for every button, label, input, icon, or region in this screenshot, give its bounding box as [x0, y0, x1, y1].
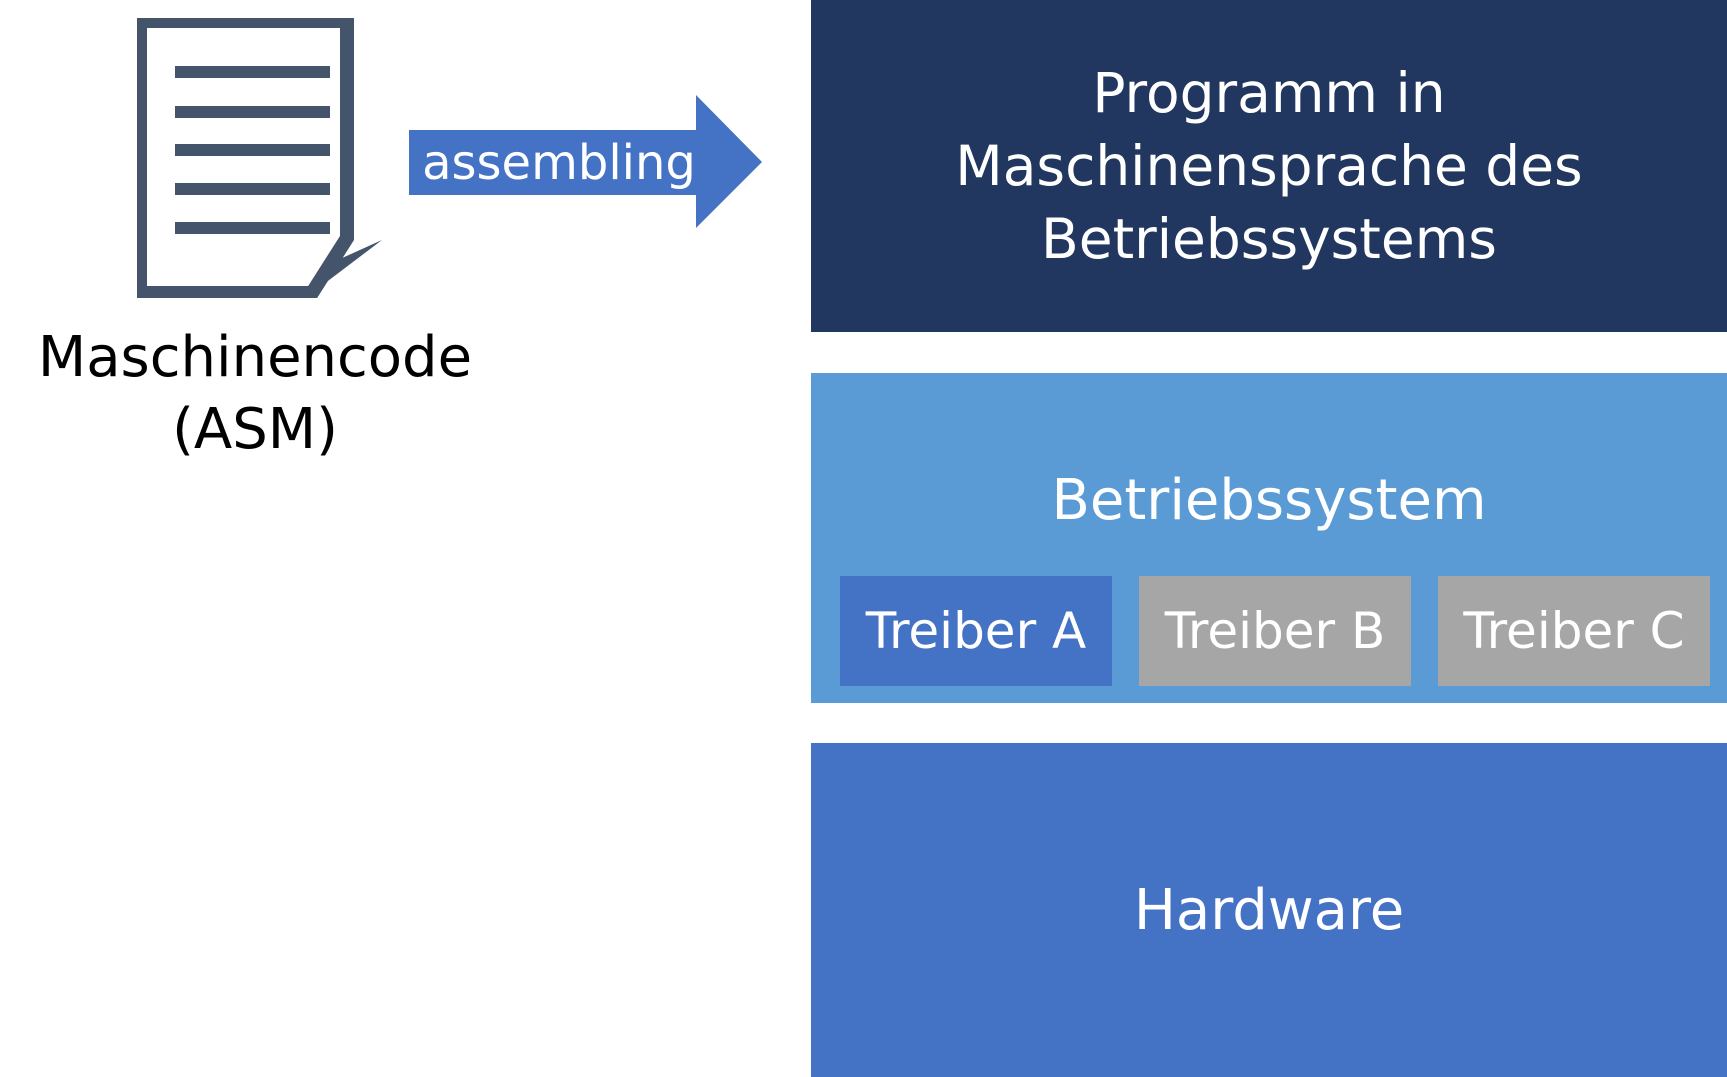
- os-block: Betriebssystem Treiber A Treiber B Treib…: [811, 373, 1727, 703]
- program-line2: Maschinensprache des: [955, 133, 1583, 198]
- os-title: Betriebssystem: [1051, 468, 1487, 533]
- document-caption: Maschinencode (ASM): [0, 322, 510, 466]
- program-line1: Programm in: [1092, 60, 1446, 125]
- arrow-label: assembling: [422, 135, 696, 191]
- program-line3: Betriebssystems: [1041, 206, 1497, 271]
- document-caption-line2: (ASM): [172, 397, 338, 462]
- document-icon: [137, 18, 382, 298]
- program-block-text: Programm in Maschinensprache des Betrieb…: [955, 57, 1582, 276]
- program-block: Programm in Maschinensprache des Betrieb…: [811, 0, 1727, 332]
- hardware-block: Hardware: [811, 743, 1727, 1077]
- hardware-label: Hardware: [1133, 877, 1405, 943]
- driver-c: Treiber C: [1438, 576, 1710, 686]
- right-arrow-icon: [409, 95, 762, 228]
- driver-b: Treiber B: [1139, 576, 1411, 686]
- document-caption-line1: Maschinencode: [37, 325, 473, 390]
- driver-a: Treiber A: [840, 576, 1112, 686]
- drivers-row: Treiber A Treiber B Treiber C: [840, 576, 1710, 686]
